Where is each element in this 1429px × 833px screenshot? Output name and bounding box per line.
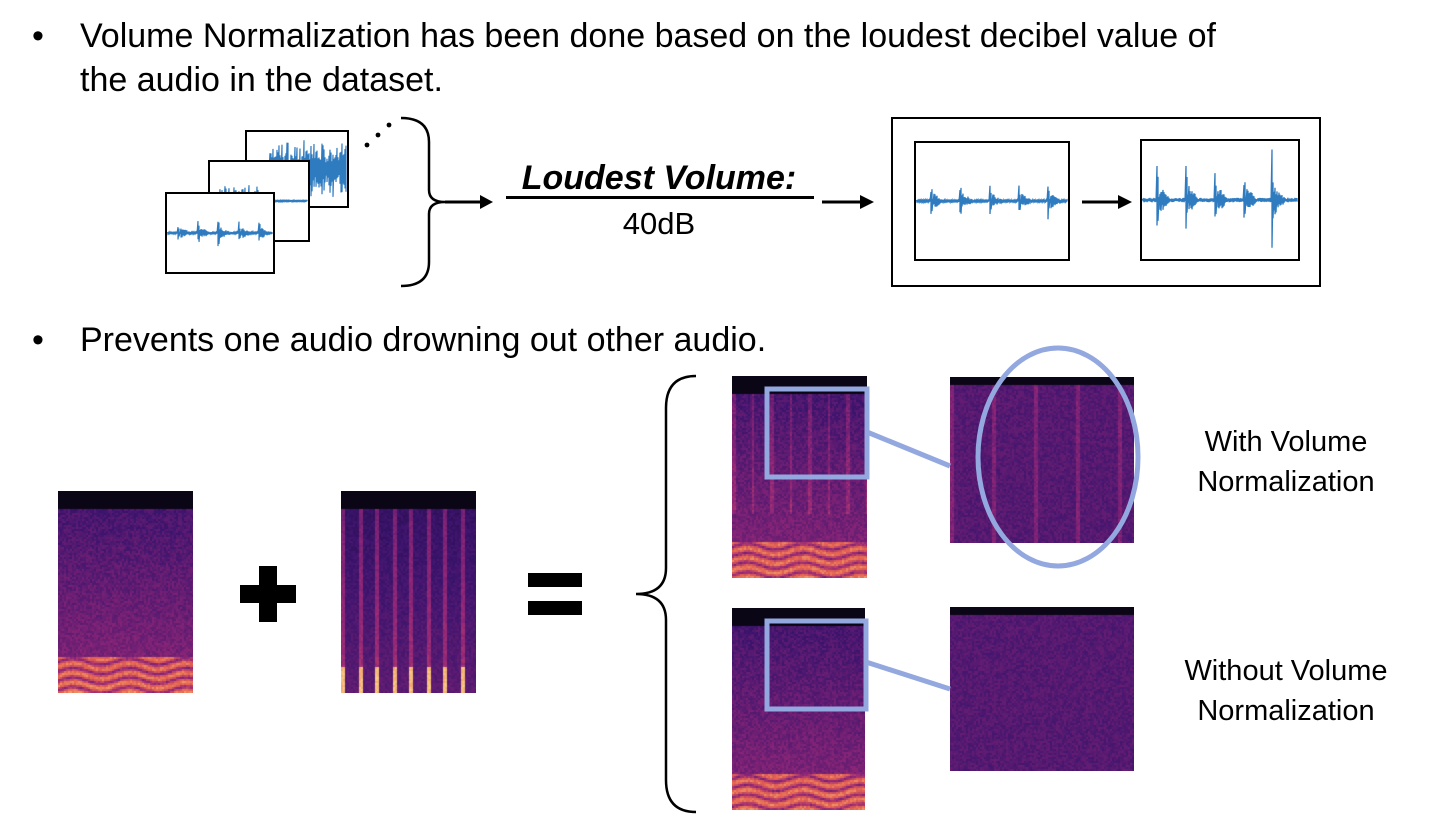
spectrogram-canvas: [950, 377, 1134, 543]
label-without-normalization: Without Volume Normalization: [1160, 651, 1412, 731]
spectrogram-canvas: [950, 607, 1134, 771]
spectrogram-input-a: [58, 491, 193, 693]
zoom-connector-with-normalization: [866, 429, 951, 469]
result-brace: [635, 374, 697, 814]
label-with-line-2: Normalization: [1197, 466, 1375, 498]
bullet-1-line-1: Volume Normalization has been done based…: [80, 17, 1216, 55]
zoom-connector-without-normalization: [865, 659, 951, 692]
normalization-arrow: [1082, 195, 1132, 209]
normalization-example-box: [891, 117, 1321, 287]
bullet-2: • Prevents one audio drowning out other …: [32, 318, 1032, 362]
top-brace-arrow: [400, 116, 493, 288]
loudest-volume-underline: [506, 196, 814, 199]
waveform-front-graphic: [167, 221, 273, 247]
highlight-ellipse: [975, 345, 1141, 569]
arrow-to-normalization: [822, 195, 874, 209]
loudest-volume-heading: Loudest Volume:: [521, 159, 797, 197]
bullet-1-line-2: the audio in the dataset.: [80, 61, 443, 99]
waveform-after-normalization: [1140, 139, 1300, 261]
waveform-after-graphic: [1142, 149, 1298, 248]
spectrogram-canvas: [58, 491, 193, 693]
label-with-normalization: With Volume Normalization: [1168, 422, 1404, 502]
spectrogram-zoom-with-normalization: [950, 377, 1134, 543]
zoom-region-without-normalization: [764, 618, 869, 712]
label-with-line-1: With Volume: [1204, 426, 1368, 458]
spectrogram-input-b: [341, 491, 476, 693]
bullet-1: • Volume Normalization has been done bas…: [32, 14, 1412, 104]
spectrogram-zoom-without-normalization: [950, 607, 1134, 771]
bullet-1-symbol: •: [32, 17, 44, 55]
label-without-line-1: Without Volume: [1184, 655, 1388, 687]
label-without-line-2: Normalization: [1197, 695, 1375, 727]
bullet-2-line-1: Prevents one audio drowning out other au…: [80, 321, 767, 359]
waveform-before-graphic: [916, 185, 1068, 220]
zoom-region-with-normalization: [764, 386, 870, 480]
waveform-card-front: [165, 192, 275, 274]
waveform-before-normalization: [914, 141, 1070, 261]
loudest-volume-value: 40dB: [622, 206, 696, 241]
ellipsis-dots: [364, 122, 392, 148]
bullet-2-symbol: •: [32, 321, 44, 359]
spectrogram-canvas: [341, 491, 476, 693]
